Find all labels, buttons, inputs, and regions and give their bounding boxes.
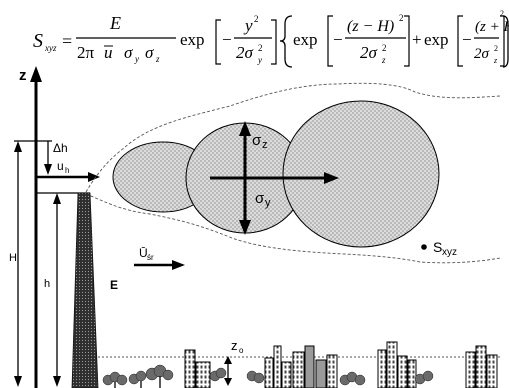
frac3-minus: −	[333, 30, 343, 49]
label-sigma-z: σ	[252, 132, 262, 149]
label-z0-sub: o	[239, 346, 244, 355]
frac1-den-2pi: 2π	[77, 43, 95, 62]
frac4-den-sup: 2	[494, 44, 498, 53]
frac2-denominator: 2σ	[236, 43, 254, 62]
frac2-den-sup: 2	[258, 43, 263, 53]
z-axis-arrowhead	[30, 66, 42, 82]
building-14	[465, 351, 476, 388]
label-sigma-y-sub: y	[265, 197, 271, 209]
frac2-minus: −	[222, 30, 232, 49]
label-sigma-y: σ	[255, 190, 265, 207]
frac4-denominator: 2σ	[474, 46, 490, 62]
plume-puff-3	[282, 100, 440, 248]
label-H: H	[9, 252, 17, 264]
mean-wind-arrow: Ū śr	[134, 246, 185, 270]
building-8	[315, 359, 327, 388]
label-u-mean-sub: śr	[147, 253, 154, 262]
tree-cluster-1	[102, 364, 174, 386]
frac4-minus: −	[462, 30, 472, 49]
label-s-xyz-sub: xyz	[442, 247, 457, 258]
frac3-denominator: 2σ	[360, 43, 378, 62]
frac2-numerator-sup: 2	[254, 14, 259, 24]
plume-envelope	[85, 82, 501, 264]
label-delta-h: Δh	[53, 141, 68, 155]
frac3-den-sup: 2	[382, 43, 387, 53]
frac2-den-sub: y	[257, 55, 262, 65]
frac3-den-sub: z	[381, 55, 386, 65]
frac1-den-u: u	[104, 43, 113, 62]
label-z0: z	[231, 338, 238, 353]
label-s-xyz: S	[433, 239, 442, 255]
tree-trunks-1	[114, 376, 161, 388]
curly-brace-right	[502, 15, 509, 68]
building-11	[386, 341, 398, 388]
building-1	[184, 349, 196, 388]
roughness-length-arrow: z o	[224, 338, 244, 386]
bracket-1-right	[271, 19, 277, 65]
formula-exp-1: exp	[180, 30, 205, 49]
frac4-numerator: (z + H)	[475, 19, 509, 35]
building-9	[326, 354, 338, 388]
formula-equals: =	[62, 31, 72, 51]
frac1-den-sigma-y: σ	[124, 43, 133, 62]
sigma-axes: σ z σ y	[210, 121, 339, 235]
curly-brace-left	[279, 15, 293, 68]
building-4	[273, 345, 282, 388]
smokestack: E	[71, 192, 118, 388]
label-uh-sub: h	[65, 166, 69, 175]
receptor-point: S xyz	[421, 239, 457, 258]
frac4-den-sub: z	[493, 56, 498, 65]
frac4-numerator-sup: 2	[500, 9, 504, 18]
building-13	[407, 359, 417, 388]
frac1-numerator: E	[109, 13, 121, 33]
effective-height-dimension: H	[9, 141, 22, 387]
label-u-mean: Ū	[139, 246, 148, 260]
bracket-3-right	[500, 15, 505, 67]
z-axis-label: z	[19, 67, 27, 84]
frac1-den-sigma-z-sub: z	[155, 54, 160, 64]
stack-height-dimension: h	[44, 193, 61, 387]
label-sigma-z-sub: z	[262, 139, 268, 151]
formula-lhs-sub: xyz	[44, 43, 57, 53]
frac1-den-sigma-z: σ	[145, 43, 154, 62]
frac3-numerator: (z − H)	[347, 18, 394, 35]
formula-exp-2: exp	[293, 30, 318, 49]
bracket-2-right	[404, 15, 410, 67]
building-10	[377, 349, 387, 388]
label-uh: u	[57, 159, 64, 173]
frac1-den-sigma-y-sub: y	[134, 54, 139, 64]
building-2	[195, 361, 211, 388]
label-E: E	[110, 278, 118, 292]
formula-exp-3: exp	[424, 30, 449, 49]
bracket-1-left	[215, 19, 221, 65]
building-5	[281, 361, 292, 388]
z-axis: z	[19, 66, 42, 388]
frac2-numerator: y	[243, 16, 253, 35]
tree-cluster-3	[339, 371, 366, 386]
tree-cluster-4	[414, 370, 434, 385]
bracket-2-left	[327, 15, 333, 67]
frac3-numerator-sup: 2	[399, 13, 404, 23]
building-15	[475, 345, 487, 388]
tree-cluster-2	[209, 367, 265, 384]
formula-plus: +	[412, 30, 422, 49]
formula-lhs: S	[33, 30, 43, 52]
plume-rise-arrow: Δh	[44, 141, 68, 175]
gaussian-plume-formula: S xyz = E 2π u σ y σ z exp − y 2 2σ 2 y …	[33, 9, 509, 68]
building-6	[292, 351, 305, 388]
building-7	[304, 345, 315, 388]
building-16	[486, 354, 498, 388]
building-3	[264, 357, 274, 388]
urban-ground-layer	[102, 341, 498, 388]
label-h: h	[44, 278, 50, 290]
building-12	[397, 355, 408, 388]
bracket-3-left	[457, 15, 463, 67]
wind-speed-arrow-uh: u h	[36, 159, 100, 182]
